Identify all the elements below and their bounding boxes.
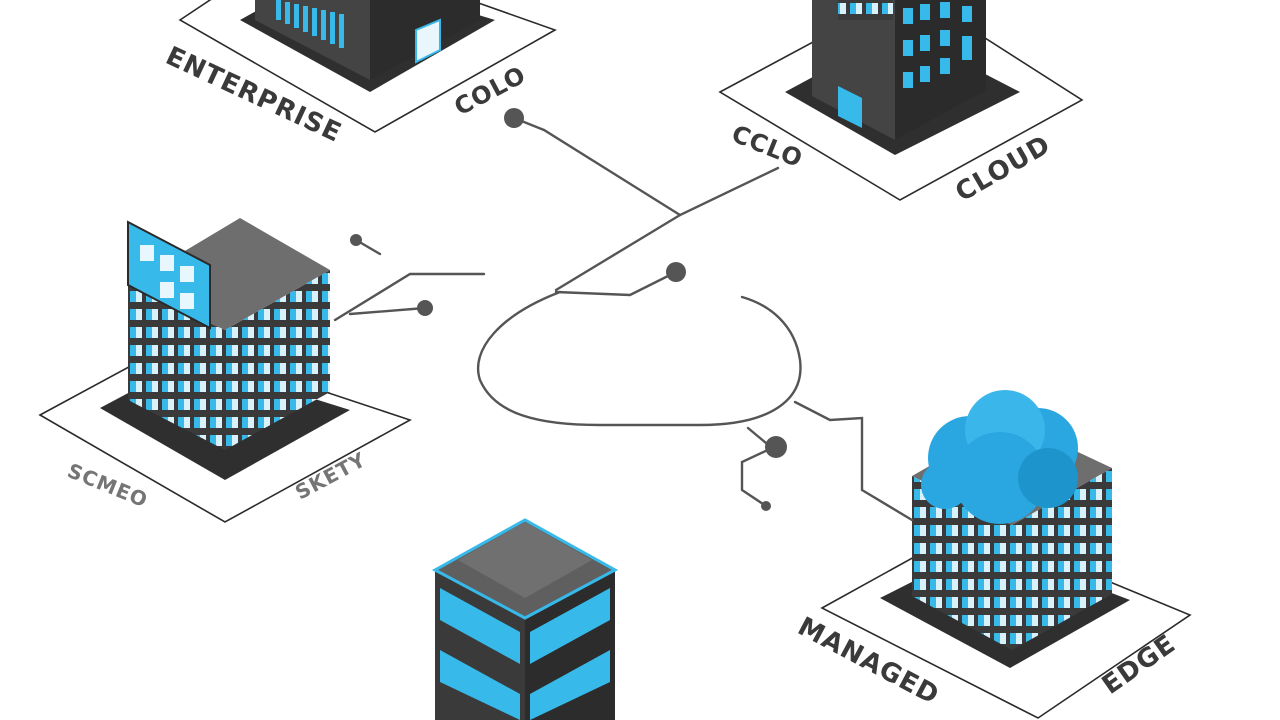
cloud-tower-group: CCLO CLOUD	[718, 0, 1084, 208]
node-colo	[504, 108, 524, 128]
node-office-bottom	[417, 300, 433, 316]
connector-cloud	[554, 166, 780, 292]
cloud-icon	[921, 390, 1078, 524]
connector-office-top	[333, 272, 486, 322]
office-left-group: SCMEO SKETY	[38, 218, 412, 523]
office-left-panel-windows	[140, 245, 194, 309]
cloud-tower-front	[812, 0, 895, 140]
connector-lower	[740, 426, 775, 508]
office-left-front	[128, 285, 225, 450]
cloud-tower-windows	[838, 0, 972, 88]
cloud-tower-door	[838, 86, 862, 128]
node-mid	[666, 262, 686, 282]
data-center-bands	[440, 588, 610, 720]
enterprise-windows	[276, 0, 344, 48]
connector-edge	[793, 400, 914, 522]
connector-office-bottom	[348, 306, 427, 316]
managed-edge-group: MANAGED EDGE	[793, 390, 1192, 719]
enterprise-door	[415, 18, 441, 64]
node-office-small	[350, 234, 362, 246]
data-center-roof-inner	[458, 522, 592, 598]
connector-mid	[554, 270, 678, 297]
managed-edge-side	[1012, 468, 1112, 650]
node-lower-small	[761, 501, 771, 511]
enterprise-building-group: ENTERPRISE COLO	[161, 0, 557, 149]
central-cloud-outline	[477, 290, 802, 427]
node-lower-large	[765, 436, 787, 458]
connector-lines	[333, 116, 914, 522]
connector-colo	[512, 116, 682, 217]
data-center-group	[431, 518, 619, 720]
connector-nodes	[350, 108, 787, 511]
